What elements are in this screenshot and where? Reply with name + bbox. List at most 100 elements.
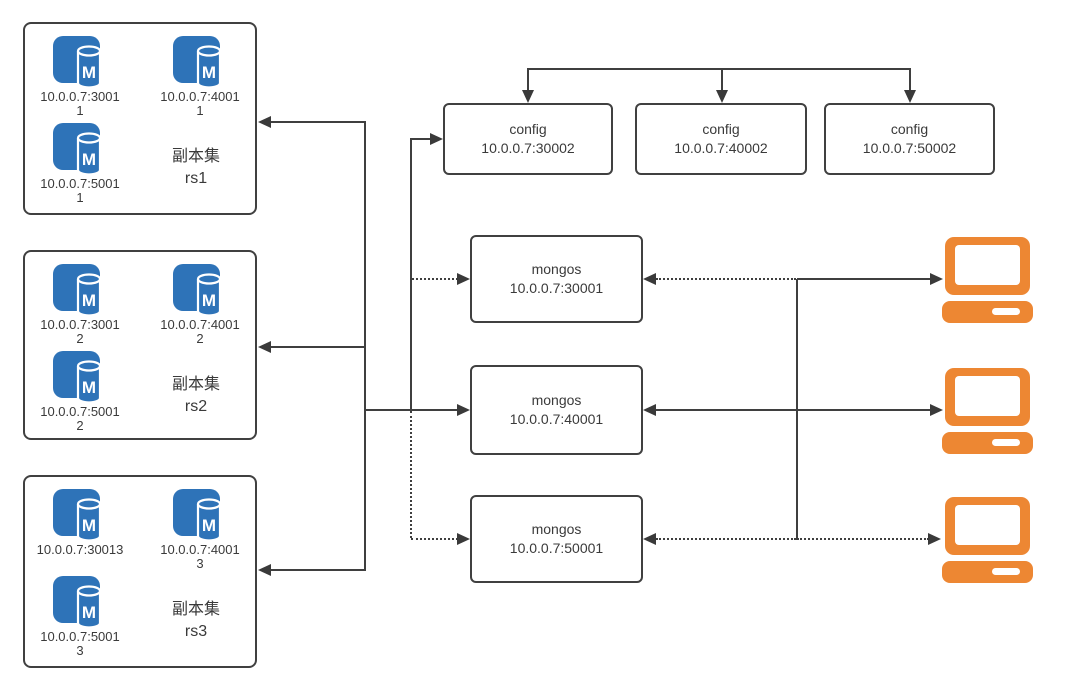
mongos-box-1: mongos 10.0.0.7:30001 xyxy=(470,235,643,323)
replica-set-label-cn: 副本集 xyxy=(171,148,220,165)
replica-set-box-rs3: 10.0.0.7:30013 10.0.0.7:4001 3 10.0.0.7:… xyxy=(23,475,257,668)
arrow-down-icon xyxy=(904,90,916,103)
connector-line xyxy=(269,569,366,571)
arrow-right-icon xyxy=(457,273,470,285)
node-address-line2: 3 xyxy=(196,556,204,571)
laptop-icon xyxy=(942,368,1033,454)
connector-line xyxy=(721,68,723,91)
arrow-right-icon xyxy=(457,533,470,545)
mongos-title: mongos xyxy=(531,261,582,277)
mongod-node: 10.0.0.7:4001 1 xyxy=(145,36,255,118)
connector-line xyxy=(527,68,529,91)
config-server-box-3: config 10.0.0.7:50002 xyxy=(824,103,995,175)
mongod-node: 10.0.0.7:5001 2 xyxy=(25,351,135,433)
connector-line xyxy=(410,138,412,411)
config-address: 10.0.0.7:40002 xyxy=(674,140,768,156)
replica-set-label-cn: 副本集 xyxy=(171,376,220,393)
connector-line xyxy=(527,68,911,70)
mongodb-icon xyxy=(53,576,102,629)
arrow-right-icon xyxy=(928,533,941,545)
mongos-title: mongos xyxy=(531,521,582,537)
arrow-left-icon xyxy=(258,564,271,576)
mongodb-icon xyxy=(173,489,222,542)
replica-set-label: 副本集 rs3 xyxy=(143,599,249,643)
connector-line xyxy=(269,121,366,123)
mongos-box-2: mongos 10.0.0.7:40001 xyxy=(470,365,643,455)
mongod-node: 10.0.0.7:3001 2 xyxy=(25,264,135,346)
arrow-left-icon xyxy=(258,341,271,353)
dotted-connector-line xyxy=(411,538,458,540)
dotted-connector-line xyxy=(656,538,796,540)
mongodb-icon xyxy=(53,264,102,317)
dotted-connector-line xyxy=(410,411,412,538)
mongos-title: mongos xyxy=(531,392,582,408)
arrow-right-icon xyxy=(930,273,943,285)
replica-set-name: rs2 xyxy=(184,398,208,415)
dotted-connector-line xyxy=(412,278,458,280)
mongod-node: 10.0.0.7:30013 xyxy=(25,489,135,557)
node-address-line1: 10.0.0.7:30013 xyxy=(36,542,124,557)
replica-set-label-cn: 副本集 xyxy=(171,601,220,618)
node-address-line1: 10.0.0.7:5001 xyxy=(40,404,120,419)
mongos-address: 10.0.0.7:40001 xyxy=(509,411,604,427)
arrow-right-icon xyxy=(457,404,470,416)
replica-set-name: rs1 xyxy=(184,170,208,187)
connector-line xyxy=(656,409,797,411)
node-address-line2: 2 xyxy=(76,331,84,346)
mongod-node: 10.0.0.7:3001 1 xyxy=(25,36,135,118)
node-address-line1: 10.0.0.7:4001 xyxy=(160,542,240,557)
laptop-icon xyxy=(942,497,1033,583)
node-address-line2: 2 xyxy=(196,331,204,346)
config-title: config xyxy=(702,121,740,137)
node-address-line1: 10.0.0.7:3001 xyxy=(40,89,120,104)
node-address-line1: 10.0.0.7:5001 xyxy=(40,176,120,191)
mongos-address: 10.0.0.7:50001 xyxy=(509,540,604,556)
node-address-line2: 3 xyxy=(76,643,84,658)
replica-set-name: rs3 xyxy=(184,623,208,640)
mongos-box-3: mongos 10.0.0.7:50001 xyxy=(470,495,643,583)
config-address: 10.0.0.7:30002 xyxy=(481,140,575,156)
node-address-line1: 10.0.0.7:5001 xyxy=(40,629,120,644)
replica-set-box-rs1: 10.0.0.7:3001 1 10.0.0.7:4001 1 10.0.0.7… xyxy=(23,22,257,215)
mongodb-icon xyxy=(53,36,102,89)
mongos-address: 10.0.0.7:30001 xyxy=(509,280,604,296)
client-computer-2 xyxy=(942,368,1033,454)
node-address-line2: 1 xyxy=(76,103,84,118)
node-address-line1: 10.0.0.7:4001 xyxy=(160,317,240,332)
mongodb-icon xyxy=(53,351,102,404)
arrow-right-icon xyxy=(930,404,943,416)
client-computer-1 xyxy=(942,237,1033,323)
replica-set-label: 副本集 rs2 xyxy=(143,374,249,418)
connector-line xyxy=(410,138,432,140)
mongod-node: 10.0.0.7:5001 1 xyxy=(25,123,135,205)
config-server-box-1: config 10.0.0.7:30002 xyxy=(443,103,613,175)
mongod-node: 10.0.0.7:4001 2 xyxy=(145,264,255,346)
node-address-line1: 10.0.0.7:4001 xyxy=(160,89,240,104)
dotted-connector-line xyxy=(656,278,796,280)
replica-set-label: 副本集 rs1 xyxy=(143,146,249,190)
connector-line xyxy=(269,346,366,348)
mongodb-icon xyxy=(173,264,222,317)
mongod-node: 10.0.0.7:5001 3 xyxy=(25,576,135,658)
config-title: config xyxy=(509,121,547,137)
dotted-connector-line xyxy=(797,538,929,540)
arrow-right-icon xyxy=(430,133,443,145)
node-address-line1: 10.0.0.7:3001 xyxy=(40,317,120,332)
mongodb-icon xyxy=(173,36,222,89)
config-server-box-2: config 10.0.0.7:40002 xyxy=(635,103,807,175)
arrow-down-icon xyxy=(522,90,534,103)
config-address: 10.0.0.7:50002 xyxy=(862,140,957,156)
mongod-node: 10.0.0.7:4001 3 xyxy=(145,489,255,571)
connector-line xyxy=(797,409,931,411)
mongodb-icon xyxy=(53,123,102,176)
client-computer-3 xyxy=(942,497,1033,583)
node-address-line2: 1 xyxy=(196,103,204,118)
node-address-line2: 2 xyxy=(76,418,84,433)
connector-line xyxy=(909,68,911,91)
connector-line xyxy=(797,278,931,280)
arrow-left-icon xyxy=(643,404,656,416)
arrow-down-icon xyxy=(716,90,728,103)
arrow-left-icon xyxy=(643,533,656,545)
config-title: config xyxy=(890,121,929,137)
